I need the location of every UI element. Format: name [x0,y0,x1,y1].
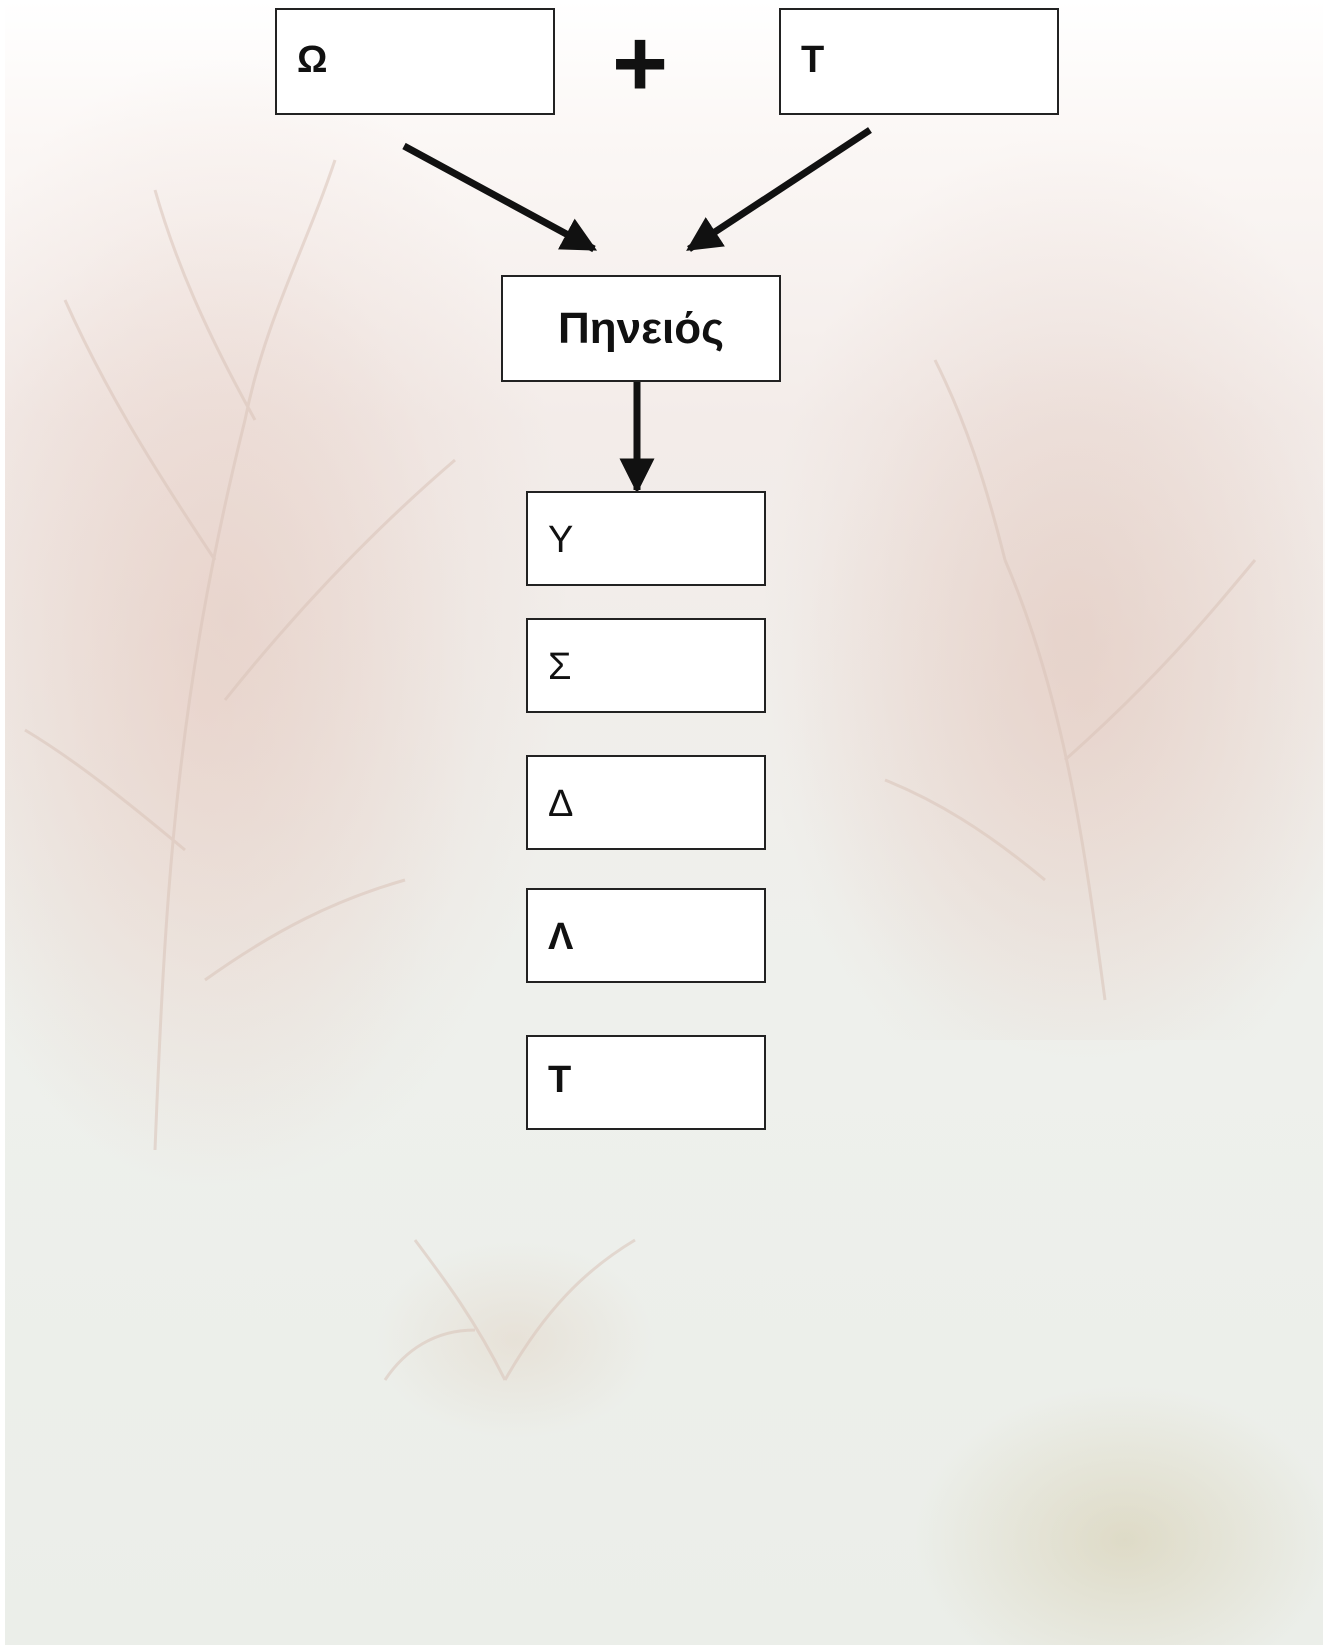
plus-sign: + [612,10,669,117]
arrow-right-to-center [686,127,872,252]
list-box-1-label: Υ [548,519,574,561]
arrow-left-to-center [402,142,598,253]
center-box-label: Πηνειός [558,304,724,353]
top-left-box: Ω [275,8,555,115]
top-right-box-label: Τ [801,39,825,81]
top-left-box-label: Ω [297,39,328,81]
list-box-2: Σ [526,618,766,713]
center-box-pineios: Πηνειός [501,275,781,382]
list-box-2-label: Σ [548,646,572,688]
tree-branches-image [24,159,1257,1381]
river-landscape-background [5,0,1325,1645]
left-riverbank-trees [5,60,565,1180]
list-box-5-label: Τ [548,1059,572,1101]
list-box-5: Τ [526,1035,766,1130]
list-box-4: Λ [526,888,766,983]
list-box-3-label: Δ [548,783,574,825]
list-box-3: Δ [526,755,766,850]
list-box-1: Υ [526,491,766,586]
top-right-box: Τ [779,8,1059,115]
list-box-4-label: Λ [548,916,574,958]
